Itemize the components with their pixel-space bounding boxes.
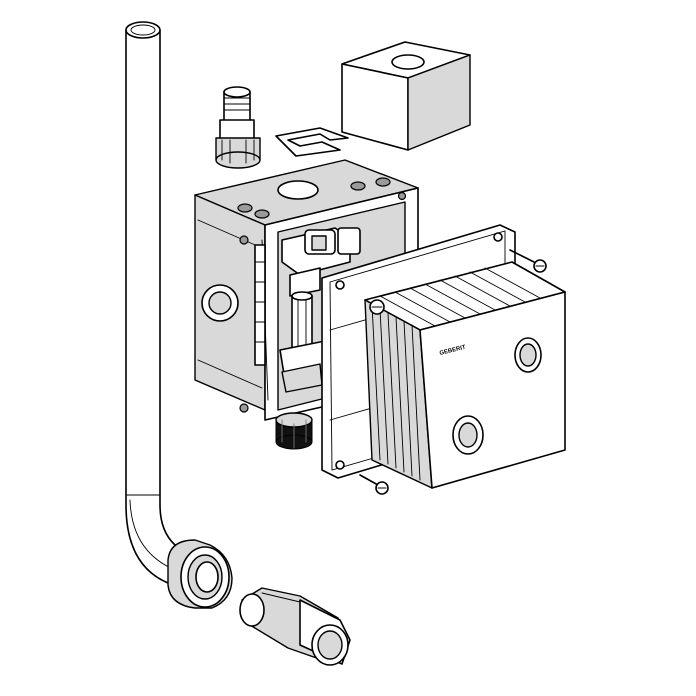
threaded-connector — [215, 86, 261, 169]
pipe-socket — [167, 539, 233, 609]
retaining-clip — [275, 127, 349, 157]
pipe-insert — [239, 587, 351, 666]
screw-top-right — [509, 249, 547, 273]
screw-middle — [369, 299, 385, 315]
protective-cover: GEBERIT — [364, 261, 566, 489]
screw-bottom — [359, 474, 389, 495]
foam-protection-block — [341, 41, 471, 151]
